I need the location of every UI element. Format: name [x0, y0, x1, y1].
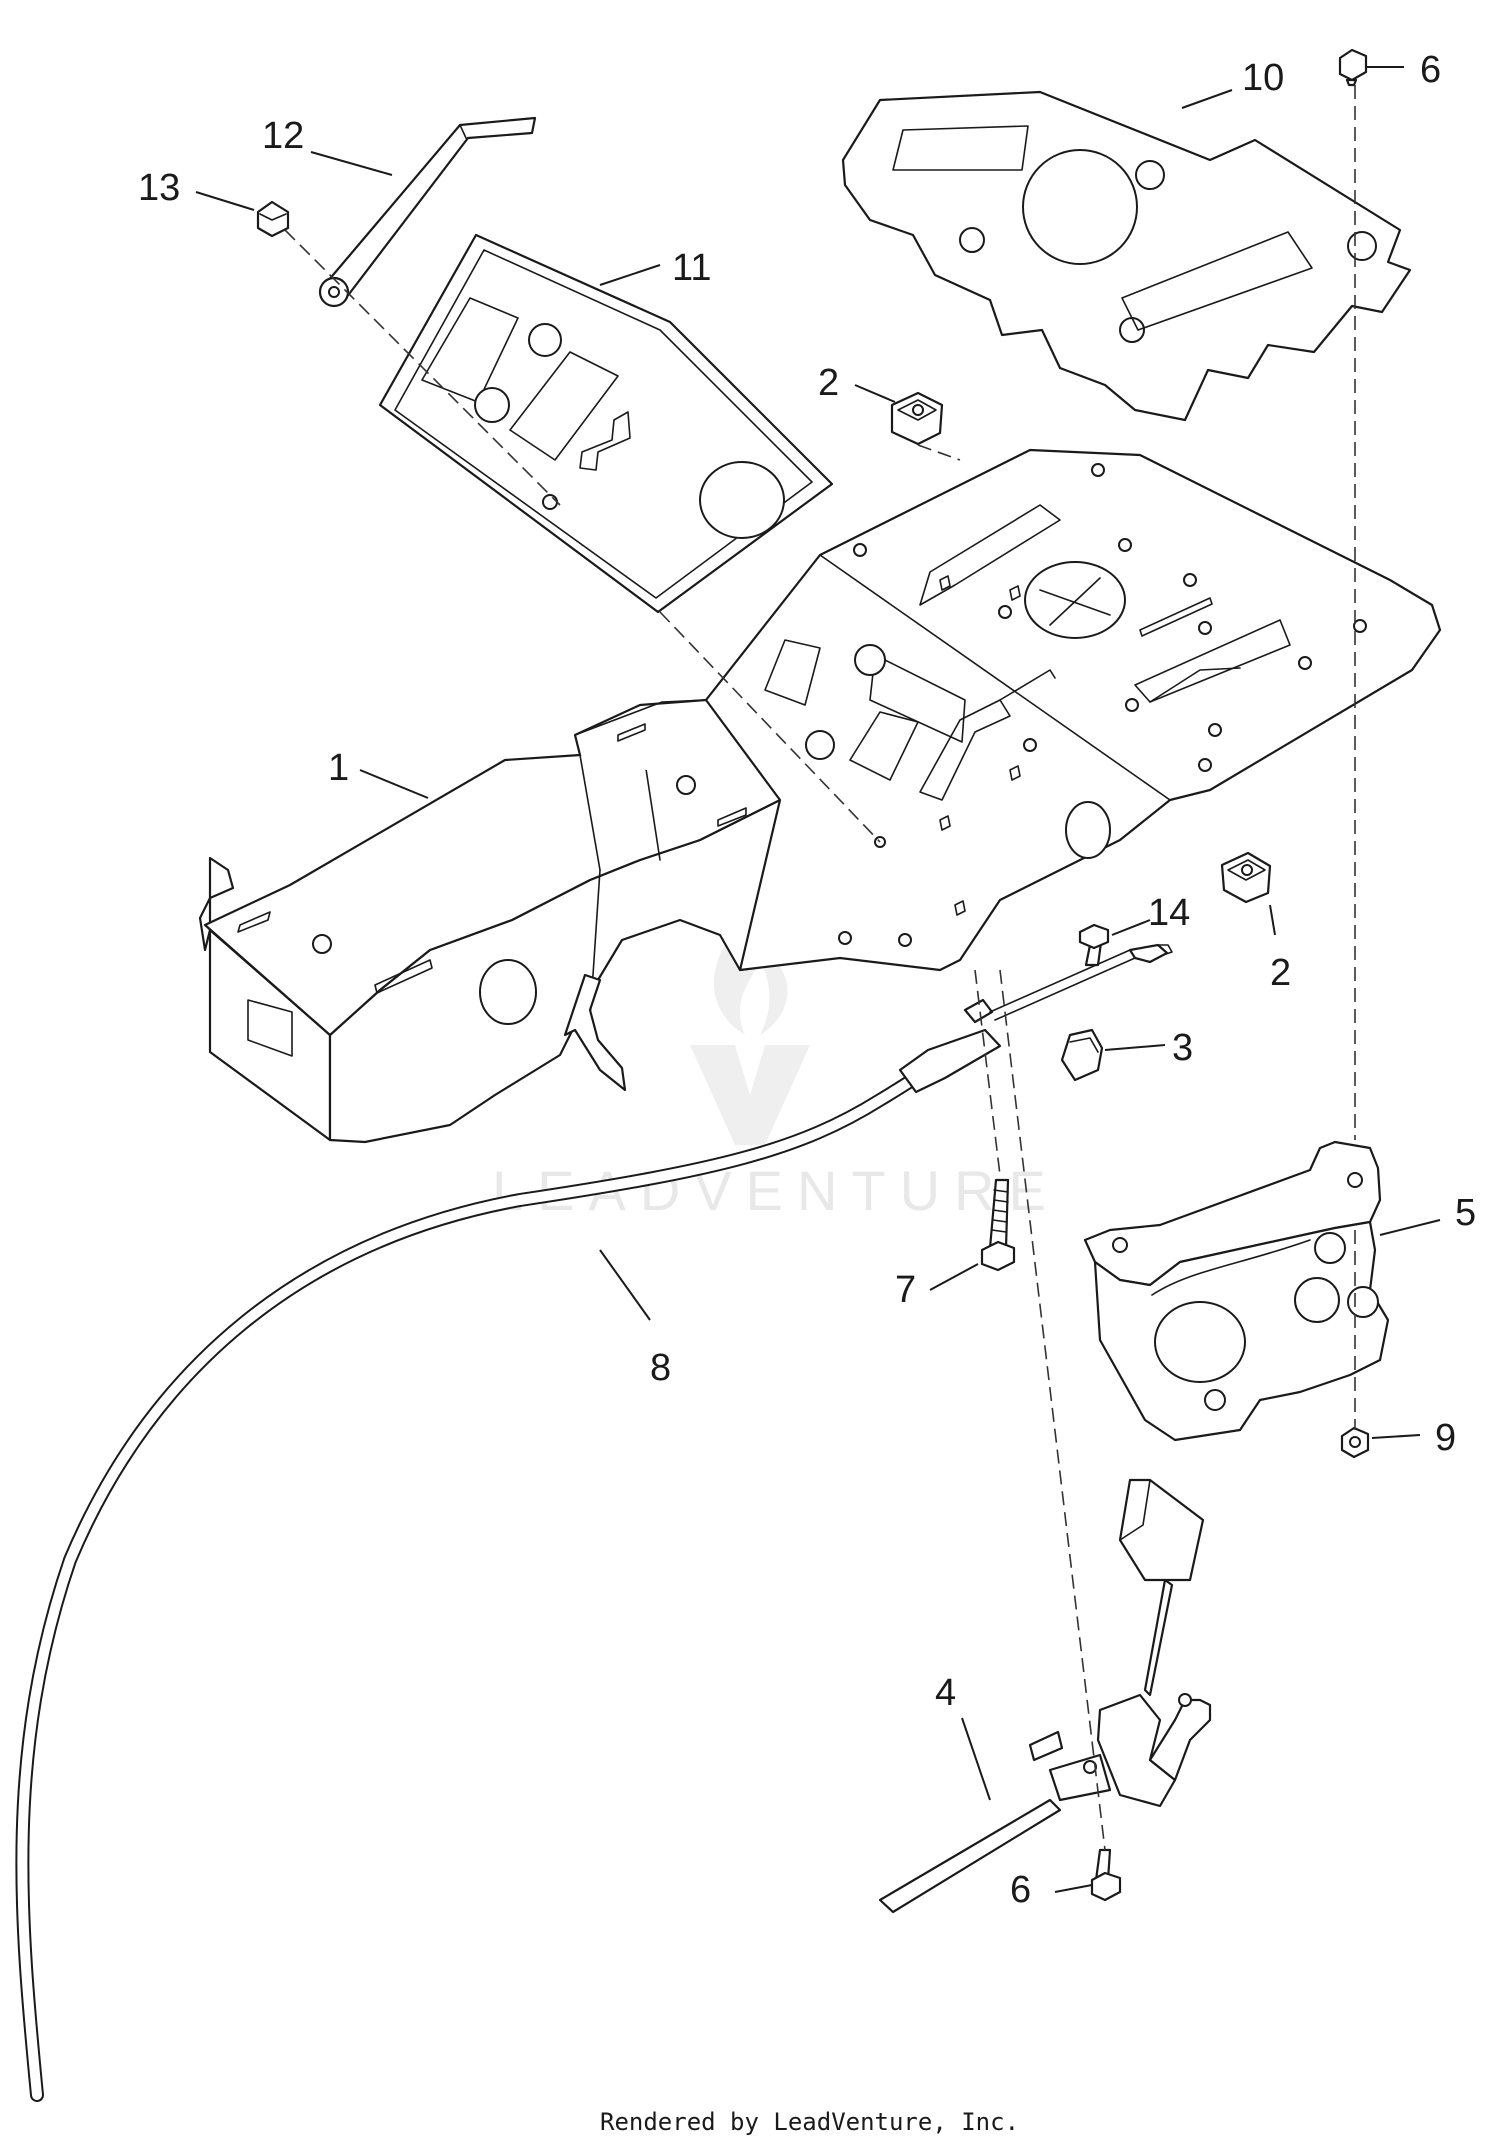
callout-11: 11: [672, 247, 711, 289]
callout-7: 7: [895, 1269, 916, 1311]
part-6-bolt-bottom: [1090, 1848, 1122, 1902]
callout-2-right: 2: [1270, 952, 1291, 994]
footer-credit: Rendered by LeadVenture, Inc.: [600, 2108, 1019, 2136]
callout-14: 14: [1148, 892, 1190, 934]
callout-4: 4: [935, 1672, 956, 1714]
callout-10: 10: [1242, 57, 1284, 99]
callout-12: 12: [262, 115, 304, 157]
part-3-clip: [1060, 1028, 1104, 1082]
part-8-cable: [15, 943, 1173, 2102]
callout-5: 5: [1455, 1192, 1476, 1234]
assembly-lines: [284, 85, 1356, 1851]
callout-2-top: 2: [818, 362, 839, 404]
leader-lines: [195, 66, 1441, 1893]
callout-9: 9: [1435, 1417, 1456, 1459]
callout-8: 8: [650, 1347, 671, 1389]
part-7-bolt: [980, 1178, 1016, 1272]
part-10-gasket: [841, 90, 1412, 422]
part-4-pedal-assembly: [878, 1478, 1212, 1914]
part-5-lower-bracket: [1083, 1140, 1390, 1442]
callout-6-bottom: 6: [1010, 1869, 1031, 1911]
part-2-clip-top: [890, 391, 944, 446]
control-plate: [704, 448, 1442, 972]
leadventure-watermark: LEADVENTURE: [492, 930, 1046, 1222]
callout-13: 13: [138, 167, 180, 209]
part-11-panel-face: [378, 233, 834, 614]
part-14-bolt: [1078, 923, 1110, 967]
part-6-bolt-top: [1338, 48, 1368, 87]
callouts: 1 2 2 3 4 5 6 6 7 8 9 10 11 12 13 14: [138, 49, 1476, 1911]
part-13-screw: [256, 200, 290, 238]
part-9-nut: [1340, 1426, 1370, 1459]
callout-1: 1: [328, 747, 349, 789]
callout-3: 3: [1172, 1027, 1193, 1069]
part-2-clip-right: [1220, 851, 1272, 904]
callout-6-top: 6: [1420, 49, 1441, 91]
